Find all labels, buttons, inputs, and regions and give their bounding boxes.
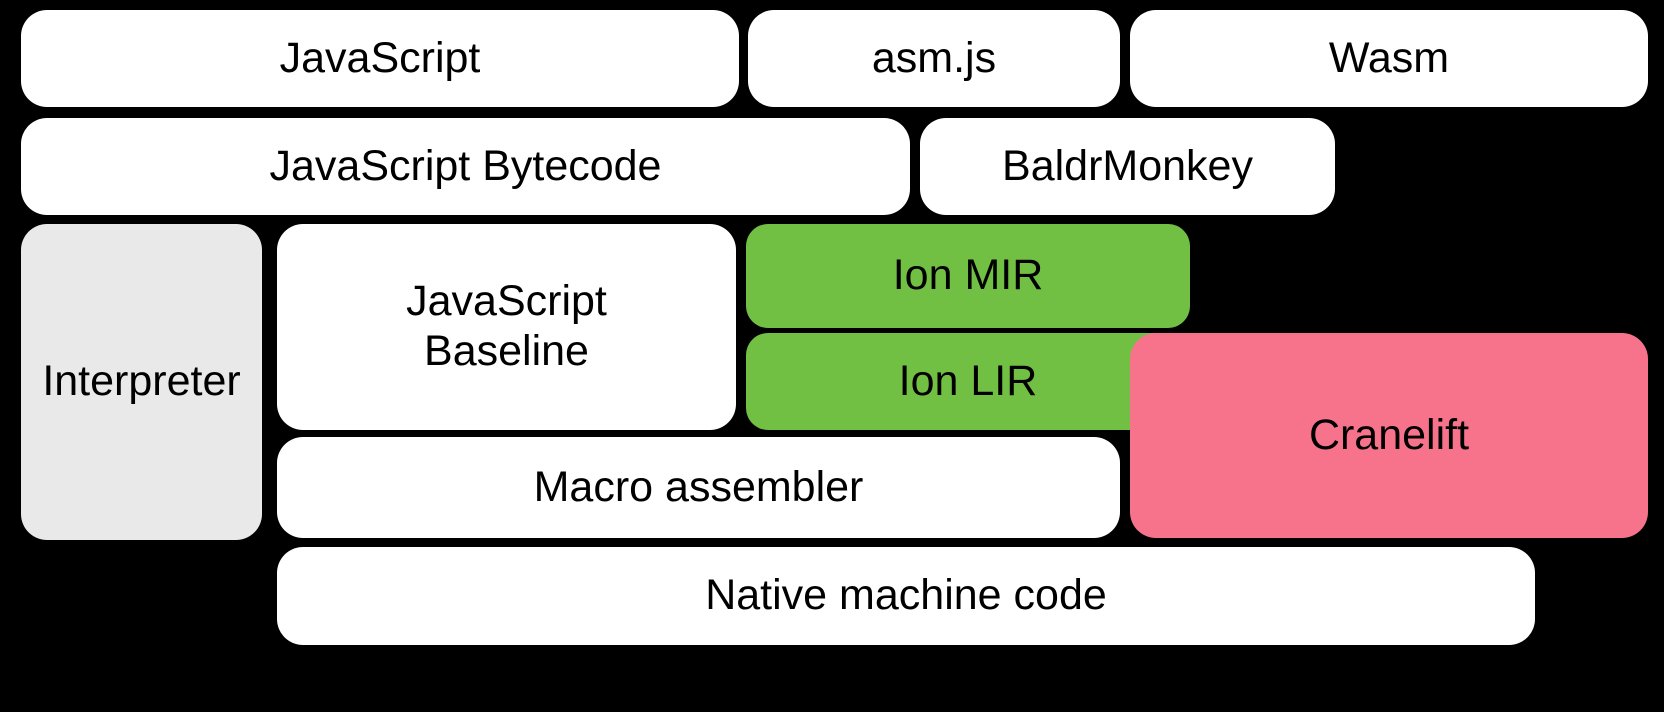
node-asm-js[interactable]: asm.js <box>748 10 1120 107</box>
node-cranelift[interactable]: Cranelift <box>1130 333 1648 538</box>
node-native-machine-code[interactable]: Native machine code <box>277 547 1535 645</box>
node-ion-mir[interactable]: Ion MIR <box>746 224 1190 328</box>
node-javascript[interactable]: JavaScript <box>21 10 739 107</box>
node-interpreter[interactable]: Interpreter <box>21 224 262 540</box>
node-ion-lir[interactable]: Ion LIR <box>746 333 1190 430</box>
node-javascript-baseline[interactable]: JavaScript Baseline <box>277 224 736 430</box>
node-wasm[interactable]: Wasm <box>1130 10 1648 107</box>
node-macro-assembler[interactable]: Macro assembler <box>277 437 1120 538</box>
node-baldrmonkey[interactable]: BaldrMonkey <box>920 118 1335 215</box>
node-javascript-bytecode[interactable]: JavaScript Bytecode <box>21 118 910 215</box>
